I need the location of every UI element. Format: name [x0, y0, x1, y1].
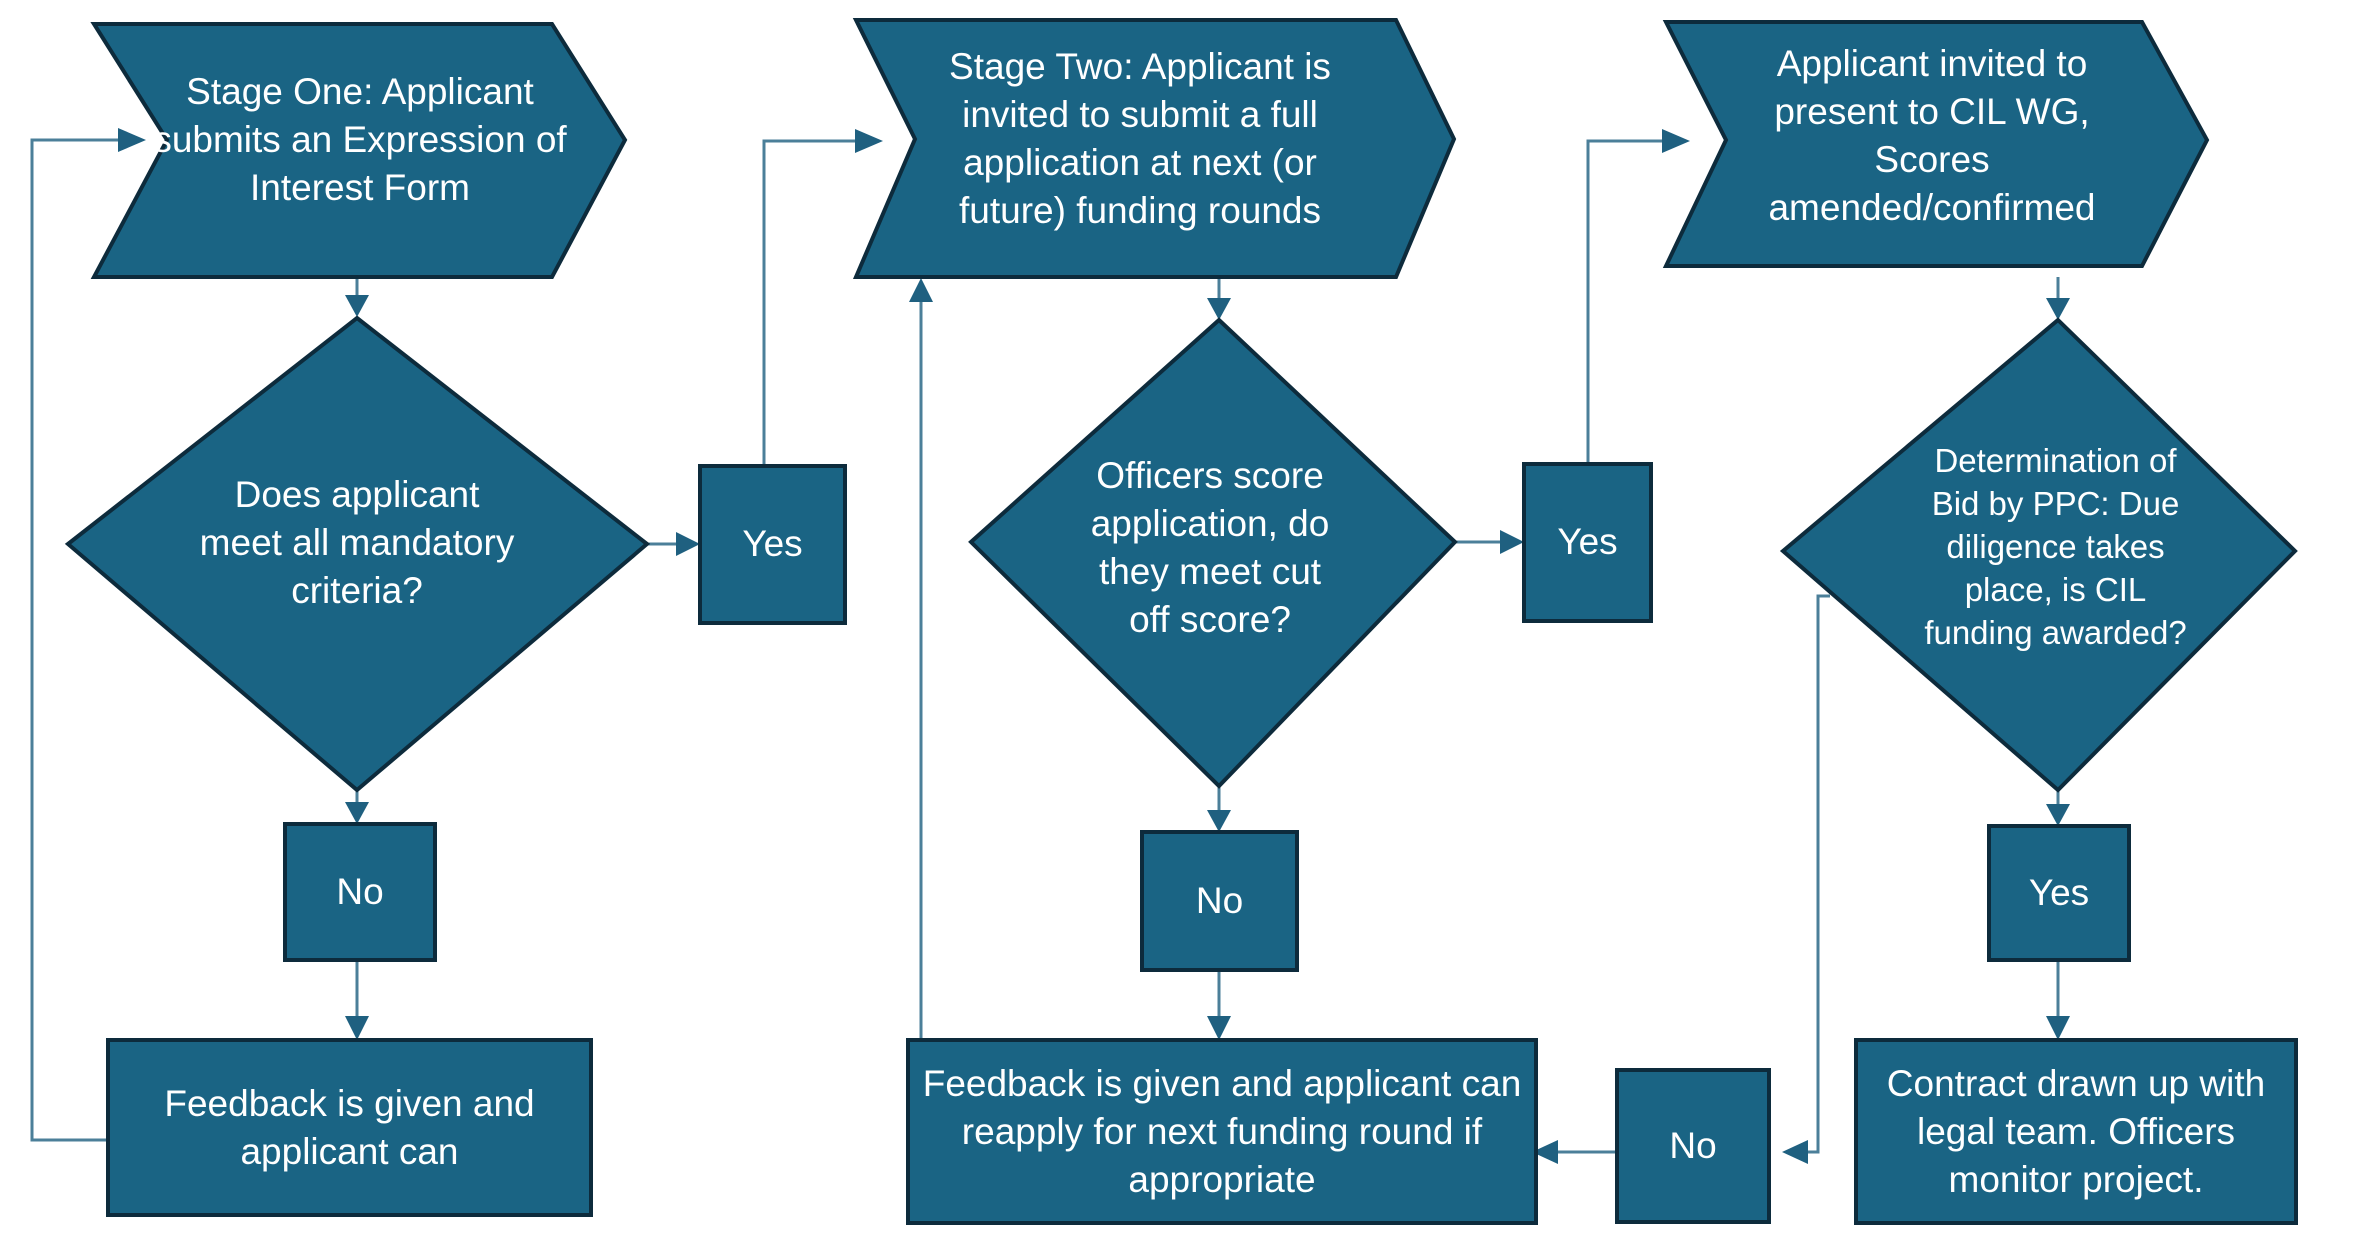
arrowhead-into-decision-score	[1207, 298, 1231, 320]
node-yes3-shape[interactable]	[1987, 824, 2131, 962]
node-decision-ppc-shape[interactable]	[1779, 317, 2298, 793]
arrowhead-into-no2	[1207, 810, 1231, 832]
arrowhead-into-yes1	[676, 532, 700, 556]
arrowhead-into-yes3	[2046, 804, 2070, 826]
arrowhead-into-present-cil-wg	[1662, 129, 1690, 153]
arrowhead-into-yes2	[1500, 530, 1524, 554]
node-present-cil-wg-shape[interactable]	[1662, 20, 2210, 268]
arrowhead-into-decision-ppc	[2046, 298, 2070, 320]
edge-feedback-left-to-stage-one	[30, 138, 118, 1142]
node-decision-score-shape[interactable]	[968, 317, 1458, 789]
shape-layer	[64, 18, 2298, 1225]
node-feedback-middle-shape[interactable]	[906, 1038, 1538, 1225]
arrowhead-into-feedback-left	[345, 1016, 369, 1040]
arrowhead-into-stage-two-bottom	[909, 278, 933, 302]
arrowhead-into-feedback-middle-top	[1207, 1016, 1231, 1040]
arrowhead-into-no3	[1782, 1140, 1808, 1164]
node-feedback-left-shape[interactable]	[106, 1038, 593, 1217]
arrowhead-into-stage-two	[855, 129, 883, 153]
node-no3-shape[interactable]	[1615, 1068, 1771, 1224]
node-stage-two-shape[interactable]	[852, 18, 1457, 279]
node-no2-shape[interactable]	[1140, 830, 1299, 972]
arrowhead-into-no1	[345, 802, 369, 824]
node-yes1-shape[interactable]	[698, 464, 847, 625]
node-decision-mandatory-shape[interactable]	[64, 315, 651, 793]
arrowhead-into-contract	[2046, 1016, 2070, 1040]
node-stage-one-shape[interactable]	[90, 22, 628, 279]
edge-decision-ppc-to-no3	[1808, 594, 1830, 1154]
edge-yes1-to-stage-two	[762, 139, 855, 466]
node-no1-shape[interactable]	[283, 822, 437, 962]
arrowhead-into-decision-mandatory	[345, 295, 369, 317]
arrowhead-into-feedback-middle-right	[1532, 1140, 1558, 1164]
edge-yes2-to-present-cil-wg	[1586, 139, 1662, 464]
connector-layer	[30, 128, 2070, 1164]
arrowhead-into-stage-one	[118, 128, 146, 152]
node-yes2-shape[interactable]	[1522, 462, 1653, 623]
node-contract-shape[interactable]	[1854, 1038, 2298, 1225]
